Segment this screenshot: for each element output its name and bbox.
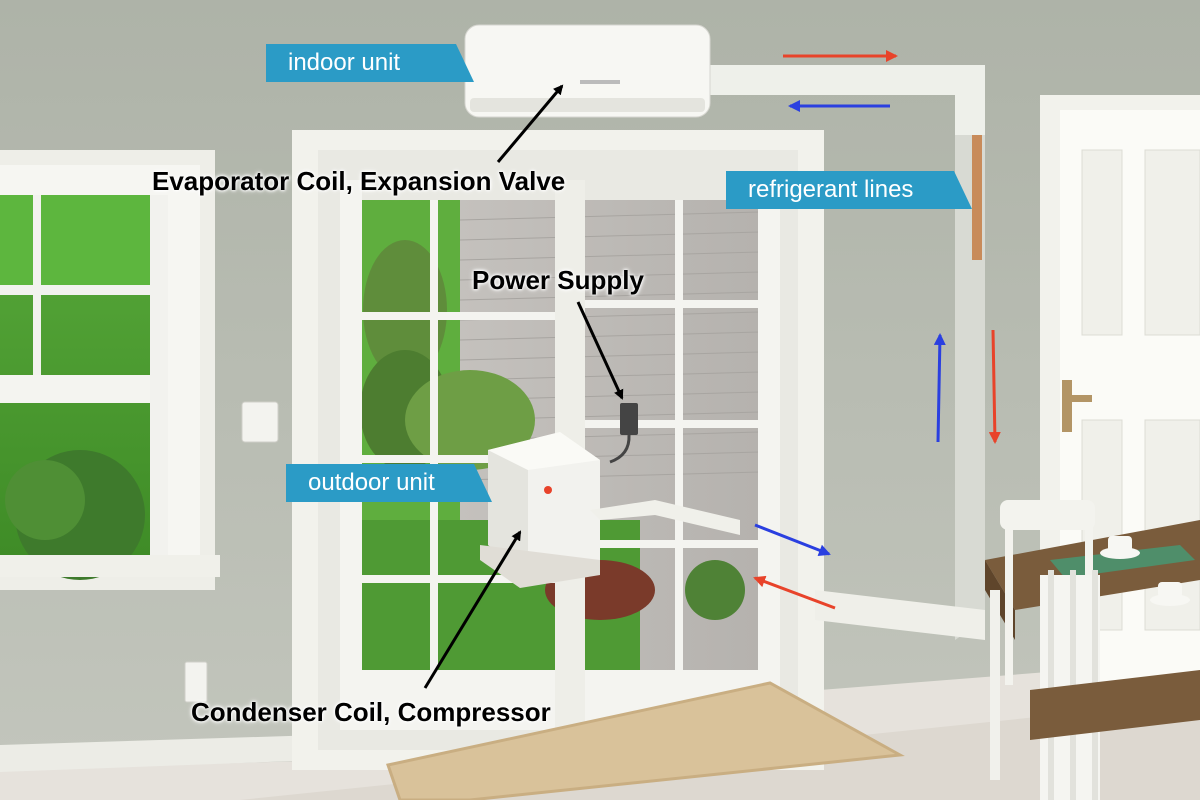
power-supply-box: [620, 403, 638, 435]
leader-evaporator: [496, 84, 564, 163]
label-leaders: [423, 84, 624, 689]
indoor-unit: [464, 24, 711, 118]
wall-outlet: [184, 661, 208, 703]
patio-door: [292, 130, 824, 770]
left-window: [0, 150, 220, 590]
flow-arrow-hot-down: [988, 329, 1001, 444]
tag-indoor-unit: indoor unit: [266, 44, 474, 82]
flow-arrow-hot-in: [753, 575, 836, 610]
outdoor-unit: [480, 432, 600, 588]
tag-refrigerant-lines: refrigerant lines: [726, 171, 972, 209]
tag-outdoor-unit: outdoor unit: [286, 464, 492, 502]
label-evaporator: Evaporator Coil, Expansion Valve: [152, 166, 566, 196]
flow-arrow-cold-out: [754, 523, 831, 556]
refrigerant-flow-arrows: [753, 50, 1001, 610]
label-condenser: Condenser Coil, Compressor: [191, 697, 551, 727]
light-switch: [241, 401, 279, 443]
flow-arrow-cold-up: [933, 333, 946, 443]
leader-condenser: [423, 530, 522, 689]
leader-power-supply: [576, 301, 624, 400]
door-mat: [386, 681, 905, 800]
label-power-supply: Power Supply: [472, 265, 644, 295]
baseboard: [0, 735, 320, 772]
dining-set: [985, 500, 1200, 800]
